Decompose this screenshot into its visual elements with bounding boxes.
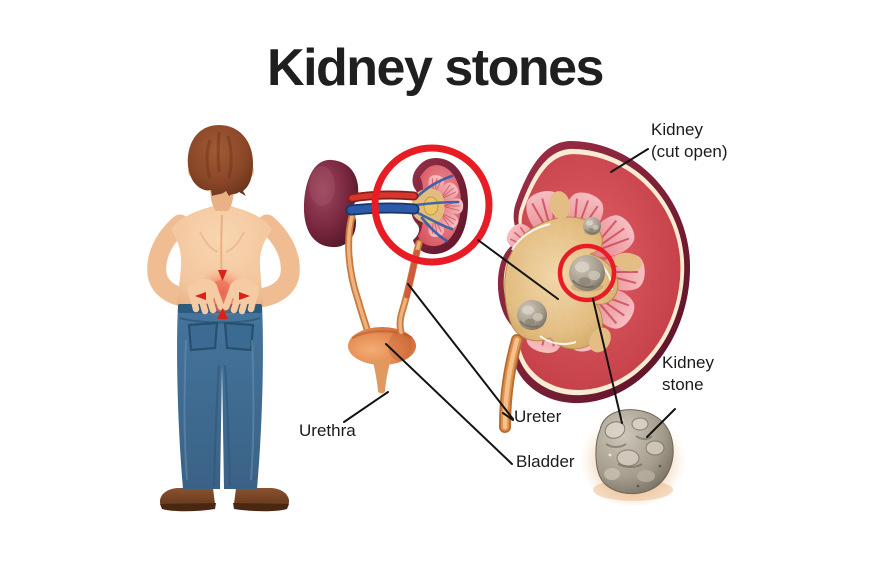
label-ureter: Ureter — [514, 407, 562, 426]
calyx-branch — [614, 252, 642, 272]
pointer-line-kidney-cut-open — [610, 148, 649, 173]
hair — [187, 125, 253, 196]
label-kidney-stone: Kidney stone — [662, 353, 714, 394]
pain-arrow-up-icon — [217, 308, 228, 319]
magnifier-ring — [371, 144, 493, 266]
kidney-stone-closeup-figure — [579, 406, 687, 506]
left-shoe — [159, 488, 216, 512]
bladder-shade — [388, 331, 412, 361]
right-hand — [222, 278, 260, 315]
label-bladder: Bladder — [516, 452, 575, 471]
hair-strands — [205, 131, 233, 179]
right-back-pocket — [223, 321, 255, 352]
urethra-tube — [372, 358, 391, 394]
mini-pelvis-core — [423, 196, 439, 216]
page-title: Kidney stones — [267, 39, 604, 97]
calyx-branch — [589, 327, 611, 353]
mini-renal-veins — [414, 174, 460, 243]
kidney-cut-open-figure — [497, 141, 691, 433]
right-arm — [250, 214, 300, 308]
left-hand — [187, 278, 225, 315]
pointer-line-ureter-short — [502, 412, 514, 421]
left-ureter-inner — [346, 214, 370, 334]
jeans — [177, 304, 263, 489]
magnified-kidney-cross-section — [345, 144, 493, 336]
left-back-pocket — [187, 321, 219, 352]
right-ureter-red-top — [404, 249, 420, 299]
pain-arrow-left-icon — [195, 292, 206, 300]
left-arm — [147, 214, 197, 308]
pain-arrow-down-icon — [218, 270, 227, 281]
pain-arrow-right-icon — [239, 292, 250, 300]
calyx-branch — [549, 191, 571, 219]
pointer-line-urethra — [343, 391, 389, 423]
bladder-top-fold — [351, 330, 413, 340]
pointer-line-ureter-long — [407, 283, 514, 420]
pointer-line-kidney-stone — [646, 408, 676, 438]
shoulder-blade-shading — [199, 231, 245, 253]
kidney-stone-in-pelvis — [516, 299, 548, 331]
label-urethra: Urethra — [299, 421, 356, 440]
kidney-stone-in-pelvis — [568, 254, 606, 292]
stone-texture — [604, 417, 665, 488]
kidney-highlight — [309, 166, 335, 206]
pointer-line-bladder — [385, 343, 513, 465]
pointer-lines — [343, 148, 676, 465]
pointer-line-stone-ring — [592, 298, 623, 424]
stone-highlight-ring — [557, 243, 617, 303]
kidney-stone-in-pelvis — [582, 216, 602, 236]
person-back-pain-figure — [147, 125, 300, 512]
pointer-line-magnifier — [477, 239, 559, 300]
right-shoe — [233, 488, 290, 512]
whole-kidney-figure — [303, 159, 359, 248]
label-kidney-cut-open: Kidney (cut open) — [651, 120, 728, 161]
